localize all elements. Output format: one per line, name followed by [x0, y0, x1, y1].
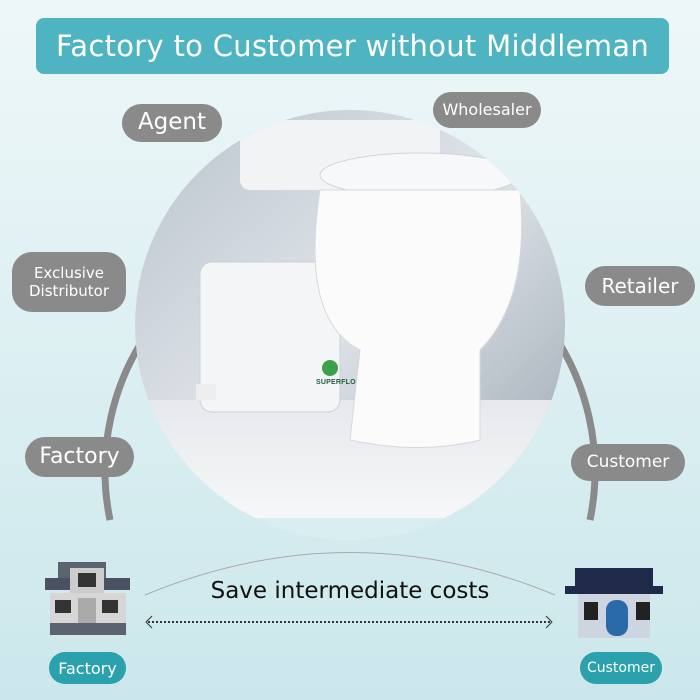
- customer-house-icon: [565, 568, 663, 638]
- product-brand: SUPERFLO: [316, 379, 356, 386]
- tag-factory: Factory: [49, 652, 126, 684]
- save-costs-message: Save intermediate costs: [210, 578, 490, 604]
- brand-logo-icon: [322, 360, 338, 376]
- label-agent: Agent: [122, 104, 222, 142]
- label-exclusive-distributor: Exclusive Distributor: [12, 252, 126, 312]
- label-customer: Customer: [571, 444, 685, 481]
- label-factory: Factory: [25, 437, 134, 477]
- label-wholesaler: Wholesaler: [433, 92, 541, 128]
- tag-customer: Customer: [580, 652, 662, 684]
- curved-arrow: [144, 552, 556, 596]
- page-title: Factory to Customer without Middleman: [36, 18, 669, 74]
- factory-house-icon: [45, 562, 130, 635]
- product-photo: [135, 110, 565, 540]
- label-retailer: Retailer: [585, 266, 695, 306]
